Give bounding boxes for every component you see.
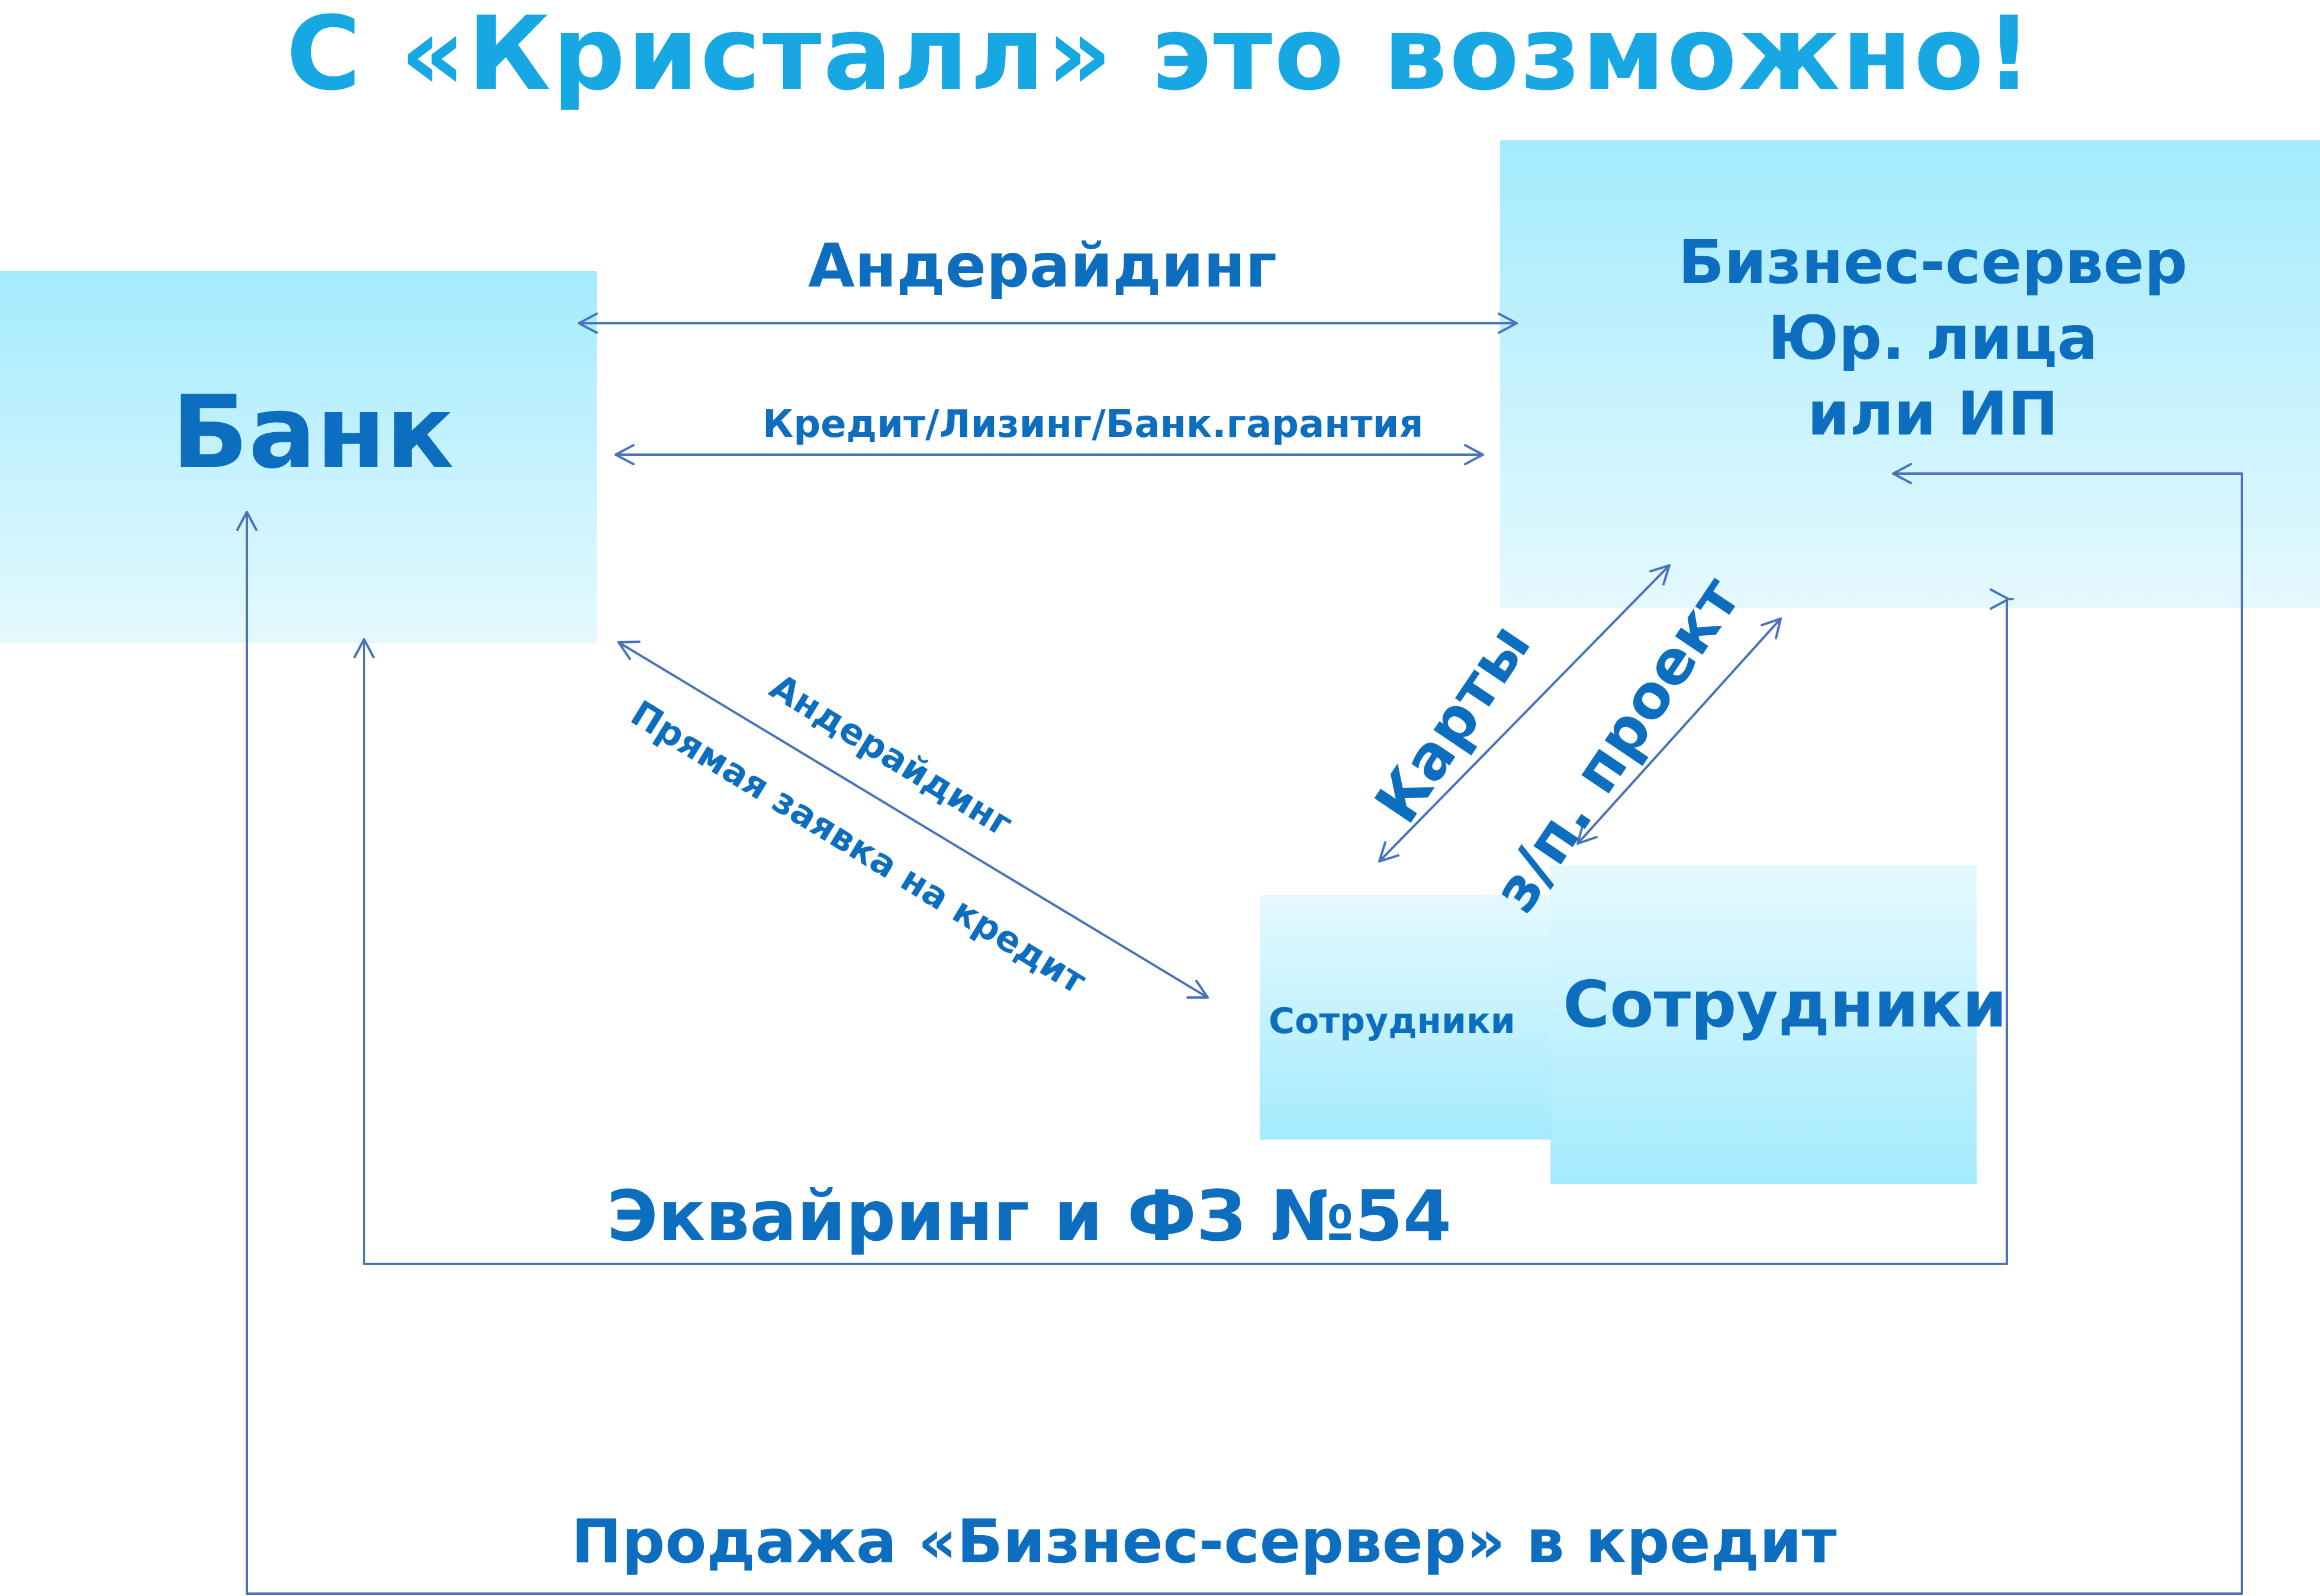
business-server-line-1: Бизнес-сервер [1678, 227, 2188, 298]
bank-box [0, 271, 597, 643]
cards-arrow [1378, 564, 1671, 863]
employees-small-label: Сотрудники [1269, 1000, 1515, 1042]
acquiring-line [363, 598, 2014, 1265]
business-server-line-3: или ИП [1807, 379, 2058, 449]
page-title: С «Кристалл» это возможно! [286, 0, 2034, 113]
bank-label: Банк [172, 374, 455, 491]
business-server-line-2: Юр. лица [1768, 303, 2098, 374]
employees-big-box [1550, 865, 1977, 1184]
underwriting-label: Андерайдинг [808, 231, 1277, 301]
sale-on-credit-line [246, 472, 2243, 1595]
underwriting-diagonal-arrow [617, 641, 1209, 999]
credit-label: Кредит/Лизинг/Банк.гарантия [762, 403, 1424, 446]
business-server-box [1500, 140, 2320, 608]
employees-small-box [1260, 895, 1551, 1140]
employees-big-label: Сотрудники [1563, 968, 2007, 1042]
sale-on-credit-label: Продажа «Бизнес-сервер» в кредит [571, 1507, 1837, 1577]
salary-project-arrow [1576, 617, 1782, 845]
acquiring-label: Эквайринг и ФЗ №54 [607, 1175, 1452, 1257]
business-server-label: Бизнес-сервер Юр. лица или ИП [1616, 225, 2250, 452]
